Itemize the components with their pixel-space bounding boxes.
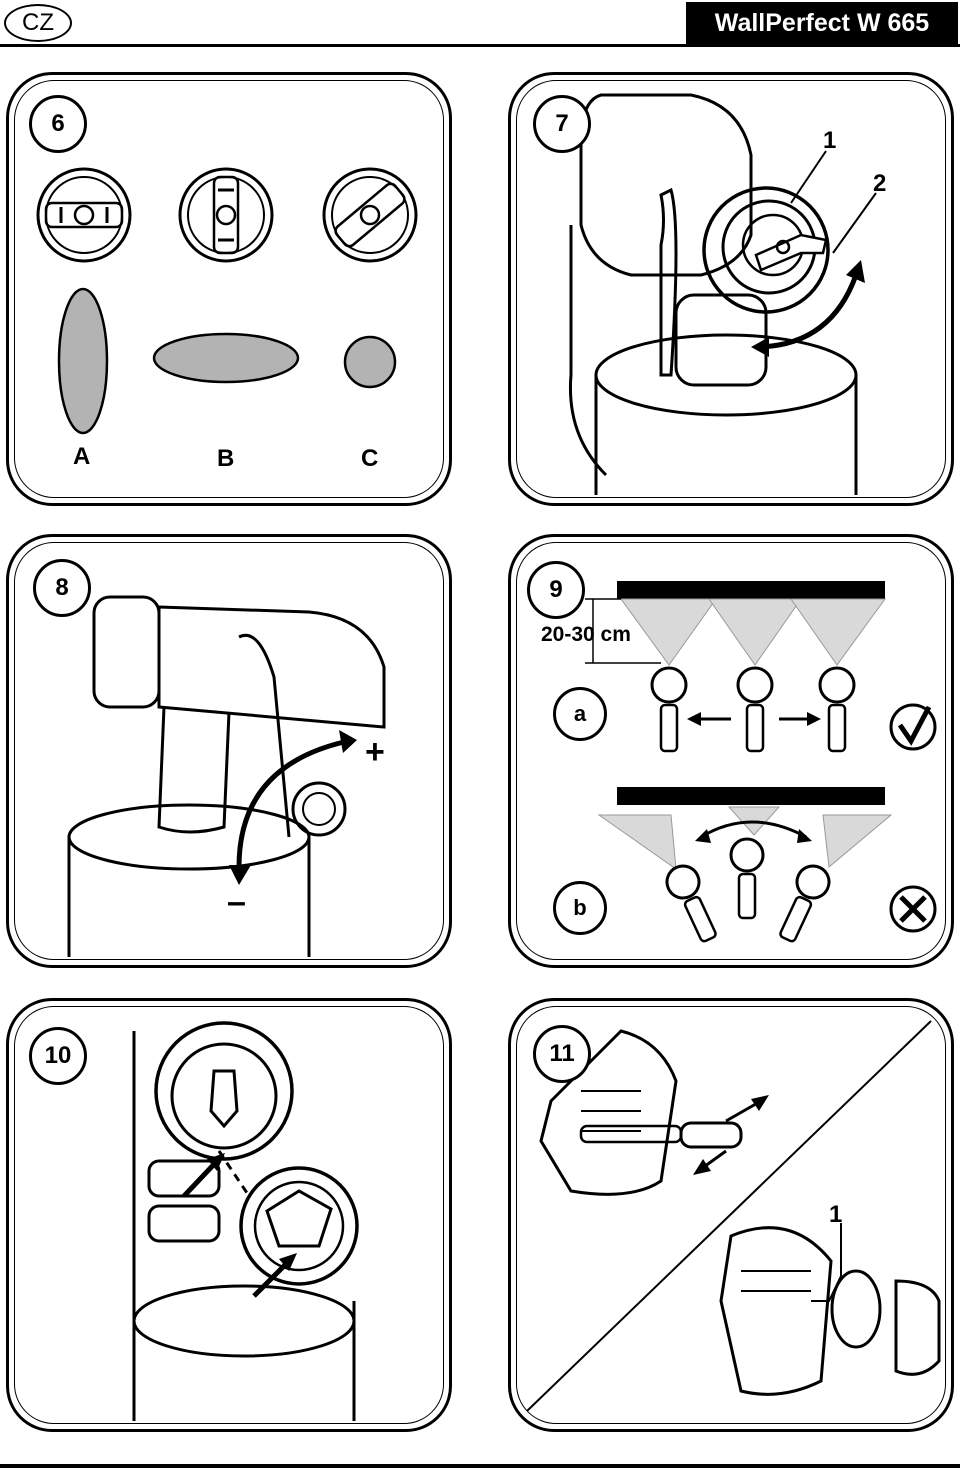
- panel-6-spray-patterns: 6 A B C: [6, 72, 452, 506]
- step-number-11: 11: [533, 1025, 591, 1083]
- panel-10-nozzle-assembly: 10: [6, 998, 452, 1432]
- pattern-label-c: C: [361, 445, 379, 472]
- nozzle-c-icon: [322, 167, 418, 263]
- header-rule: [0, 44, 960, 47]
- pattern-label-b: B: [217, 445, 235, 472]
- divider-diagonal: [526, 1020, 932, 1412]
- step-number-8: 8: [33, 559, 91, 617]
- callout-2: 2: [873, 170, 887, 197]
- vertical-spray-pattern: [57, 287, 109, 435]
- wrong-cross-icon: [889, 885, 937, 933]
- horizontal-spray-pattern: [152, 332, 300, 384]
- filter-replacement-illustration: [526, 1020, 941, 1412]
- step-number-10: 10: [29, 1027, 87, 1085]
- spray-gun-b2-icon: [729, 837, 765, 920]
- correct-check-icon: [889, 703, 937, 751]
- wall-bar-top: [617, 581, 885, 599]
- filter-pad-icon: [830, 1269, 882, 1349]
- nozzle-cap-icon: [702, 186, 830, 314]
- pattern-label-a: A: [73, 443, 91, 470]
- callout-1-filter: 1: [829, 1201, 843, 1228]
- wall-bar-bottom: [617, 787, 885, 805]
- sub-step-a: a: [553, 687, 607, 741]
- nozzle-a-icon: [36, 167, 132, 263]
- flow-adjust-illustration: [67, 595, 386, 957]
- step-number-6: 6: [29, 95, 87, 153]
- footer-rule: [0, 1464, 960, 1468]
- panel-9-spray-technique: 9 20-30 cm a b: [508, 534, 954, 968]
- nozzle-b-icon: [178, 167, 274, 263]
- screwdriver-icon: [679, 1121, 743, 1149]
- spray-gun-a3-icon: [818, 666, 856, 753]
- decrease-sign: –: [227, 883, 246, 921]
- sub-step-b: b: [553, 881, 607, 935]
- step-number-9: 9: [527, 561, 585, 619]
- spray-pattern-illustration: [36, 167, 418, 435]
- callout-1: 1: [823, 127, 837, 154]
- round-spray-pattern: [343, 335, 397, 389]
- spray-gun-nozzle-illustration: [568, 93, 877, 495]
- product-title: WallPerfect W 665: [686, 2, 958, 44]
- panel-8-flow-adjust: 8 + –: [6, 534, 452, 968]
- spray-gun-a1-icon: [650, 666, 688, 753]
- increase-sign: +: [365, 733, 385, 771]
- spray-gun-a2-icon: [736, 666, 774, 753]
- thread-head-icon: [154, 1021, 294, 1161]
- spray-gun-b3-icon: [779, 864, 831, 943]
- panel-11-filter-replacement: 11 1: [508, 998, 954, 1432]
- language-badge: CZ: [4, 4, 72, 42]
- flow-knob-icon: [291, 781, 347, 837]
- step-number-7: 7: [533, 95, 591, 153]
- spray-technique-illustration: [585, 581, 937, 943]
- nozzle-cap-icon: [239, 1166, 359, 1286]
- spray-distance-label: 20-30 cm: [541, 623, 631, 646]
- nozzle-assembly-illustration: [132, 1021, 359, 1421]
- panel-7-nozzle-rotation: 7 1 2: [508, 72, 954, 506]
- spray-gun-b1-icon: [665, 864, 717, 943]
